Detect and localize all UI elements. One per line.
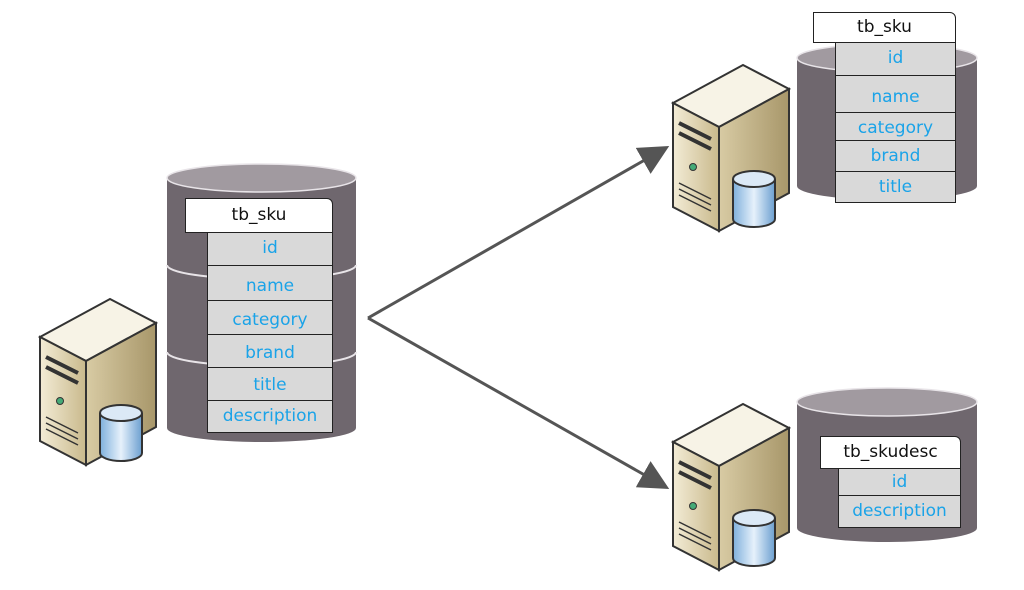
source-field-name: name: [207, 265, 333, 301]
source-table-name: tb_sku: [185, 198, 333, 233]
bottom-table-name: tb_skudesc: [820, 436, 961, 469]
top-field-title: title: [835, 171, 956, 203]
top-field-brand: brand: [835, 140, 956, 172]
top-field-id: id: [835, 42, 956, 76]
bottom-field-id: id: [838, 468, 961, 496]
source-field-title: title: [207, 367, 333, 401]
source-field-id: id: [207, 232, 333, 266]
source-field-brand: brand: [207, 334, 333, 368]
server-icon: [38, 297, 158, 467]
bottom-field-description: description: [838, 495, 961, 528]
source-field-category: category: [207, 300, 333, 335]
top-field-name: name: [835, 75, 956, 113]
arrow-to-top: [367, 146, 670, 320]
arrow-to-bottom: [367, 316, 670, 489]
top-table-name: tb_sku: [813, 12, 956, 43]
server-icon: [671, 63, 791, 233]
source-field-description: description: [207, 400, 333, 433]
server-icon: [671, 402, 791, 572]
top-field-category: category: [835, 112, 956, 141]
